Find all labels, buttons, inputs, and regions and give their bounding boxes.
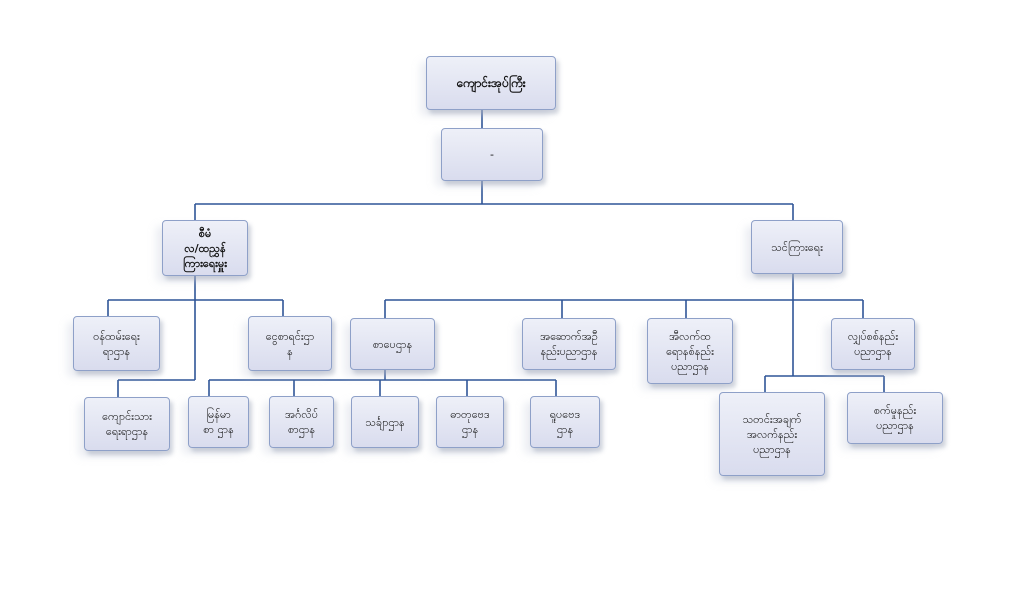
node-languages-dept: စာပေဌာန (350, 318, 435, 370)
node-office-dept: ဝန်ထမ်းရေး ရာဌာန (73, 316, 160, 371)
node-english-dept: အင်္ဂလိပ် စာဌာန (269, 396, 334, 448)
node-teaching-branch: သင်ကြားရေး (751, 220, 843, 274)
node-finance-dept: ငွေစာရင်းဌာ န (248, 316, 332, 371)
node-vice-principal: - (441, 128, 543, 181)
node-electronics-dept: အီလက်ထ ရောနစ်နည်း ပညာဌာန (647, 318, 733, 384)
node-physics-dept: ရူပဗေဒ ဌာန (530, 396, 600, 448)
node-chemistry-dept: ဓာတုဗေဒ ဌာန (436, 396, 504, 448)
node-admin-branch: စီမံ လ/ထညွှန် ကြားရေးမှူး (162, 220, 248, 276)
node-electrical-dept: လျှပ်စစ်နည်း ပညာဌာန (831, 318, 915, 370)
node-construction-dept: အဆောက်အဦ နည်းပညာဌာန (522, 318, 616, 370)
node-principal: ကျောင်းအုပ်ကြီး (426, 56, 556, 110)
node-communication-it-dept: သတင်းအချက် အလက်နည်း ပညာဌာန (719, 392, 825, 476)
node-myanmar-dept: မြန်မာ စာ ဌာန (188, 396, 249, 448)
node-mechanical-dept: စက်မှုနည်း ပညာဌာန (847, 392, 943, 444)
node-math-dept: သင်္ချာဌာန (351, 396, 419, 448)
node-student-affairs-dept: ကျောင်းသား ရေးရာဌာန (84, 397, 170, 451)
